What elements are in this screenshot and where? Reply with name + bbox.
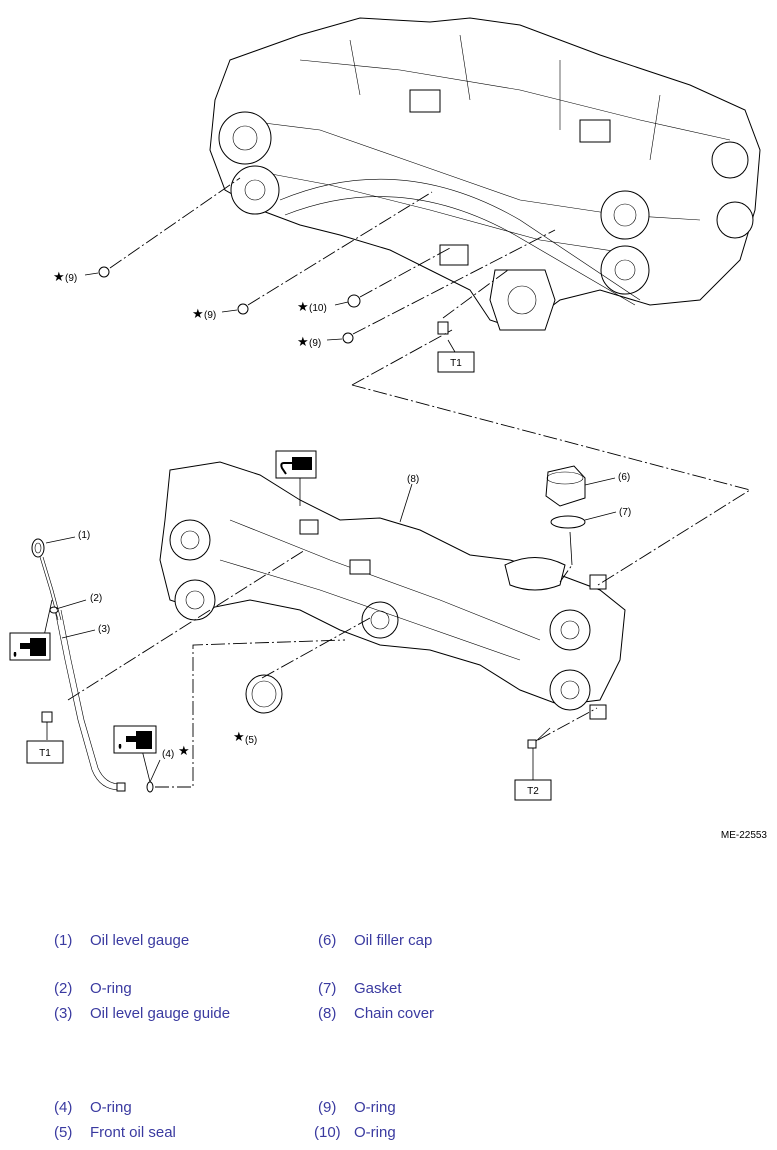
callout-7: (7) [619, 507, 631, 518]
legend-label: Oil filler cap [354, 932, 433, 949]
legend-item: (10) O-ring [314, 1124, 396, 1141]
legend-item: (7) Gasket [318, 980, 402, 997]
legend-label: O-ring [90, 1099, 132, 1116]
legend-number: (3) [54, 1005, 73, 1022]
callout-9c: (9) [309, 338, 321, 349]
legend-number: (5) [54, 1124, 73, 1141]
legend-number: (8) [318, 1005, 337, 1022]
callout-2: (2) [90, 593, 102, 604]
legend-item: (8) Chain cover [318, 1005, 434, 1022]
callout-6: (6) [618, 472, 630, 483]
callout-10: (10) [309, 303, 327, 314]
legend-number: (1) [54, 932, 73, 949]
figure-code: ME-22553 [720, 830, 767, 841]
legend-number: (7) [318, 980, 337, 997]
o-ring-2-illustration [49, 606, 59, 614]
legend-label: O-ring [354, 1124, 396, 1141]
callout-9a: (9) [65, 273, 77, 284]
callout-8: (8) [407, 474, 419, 485]
assembly-lines [67, 177, 752, 788]
callout-9b: (9) [204, 310, 216, 321]
oil-can-icon [9, 632, 51, 661]
torque-box-t1-left: T1 [26, 740, 64, 764]
o-ring-4-illustration [146, 781, 154, 793]
callout-1: (1) [78, 530, 90, 541]
callout-5: (5) [245, 735, 257, 746]
legend-item: (4) O-ring [54, 1099, 132, 1116]
legend-label: Oil level gauge [90, 932, 190, 949]
legend-label: Chain cover [354, 1005, 435, 1022]
replace-part-star: ★ [233, 730, 245, 745]
bolt-t1-left-illustration [41, 711, 53, 723]
callout-4: (4) [162, 749, 174, 760]
legend-number: (2) [54, 980, 73, 997]
replace-part-star: ★ [53, 270, 65, 285]
legend-label: Oil level gauge guide [90, 1005, 231, 1022]
svg-text:T2: T2 [527, 786, 539, 797]
legend-number: (4) [54, 1099, 73, 1116]
bolt-t2-illustration [527, 727, 551, 749]
legend-item: (5) Front oil seal [54, 1124, 176, 1141]
o-ring-9c-illustration [342, 332, 354, 344]
front-oil-seal-illustration [245, 674, 283, 714]
legend-number: (9) [318, 1099, 337, 1116]
oil-level-gauge-illustration [31, 538, 62, 621]
callout-3: (3) [98, 624, 110, 635]
legend-item: (6) Oil filler cap [318, 932, 432, 949]
gasket-illustration [550, 515, 586, 529]
legend-number: (10) [314, 1124, 341, 1141]
svg-text:T1: T1 [39, 748, 51, 759]
torque-box-t2: T2 [514, 779, 552, 801]
o-ring-9a-illustration [98, 266, 110, 278]
legend-label: O-ring [90, 980, 132, 997]
legend-item: (9) O-ring [318, 1099, 396, 1116]
legend-item: (2) O-ring [54, 980, 132, 997]
legend-item: (3) Oil level gauge guide [54, 1005, 230, 1022]
chain-cover-illustration [159, 461, 626, 720]
liquid-gasket-icon [275, 450, 317, 479]
callout-labels: ★ (9) ★ (9) ★ (10) ★ (9) (1) (2) (3) (4)… [53, 270, 631, 760]
legend-label: O-ring [354, 1099, 396, 1116]
legend-number: (6) [318, 932, 337, 949]
exploded-diagram: T1 T1 T2 ★ (9) ★ (9) ★ (10) ★ (9) (1) ( [9, 17, 761, 801]
engine-block-illustration [209, 17, 761, 331]
replace-part-star: ★ [297, 335, 309, 350]
replace-part-star: ★ [192, 307, 204, 322]
oil-can-icon [113, 725, 157, 754]
oil-filler-cap-illustration [545, 465, 586, 507]
o-ring-9b-illustration [237, 303, 249, 315]
oil-level-gauge-guide-illustration [49, 606, 154, 793]
legend-label: Gasket [354, 980, 402, 997]
legend-item: (1) Oil level gauge [54, 932, 189, 949]
replace-part-star: ★ [178, 744, 190, 759]
replace-part-star: ★ [297, 300, 309, 315]
bolt-t1-top-illustration [437, 321, 449, 335]
o-ring-10-illustration [347, 294, 361, 308]
torque-box-t1-top: T1 [437, 351, 475, 373]
legend-label: Front oil seal [90, 1124, 176, 1141]
svg-text:T1: T1 [450, 358, 462, 369]
